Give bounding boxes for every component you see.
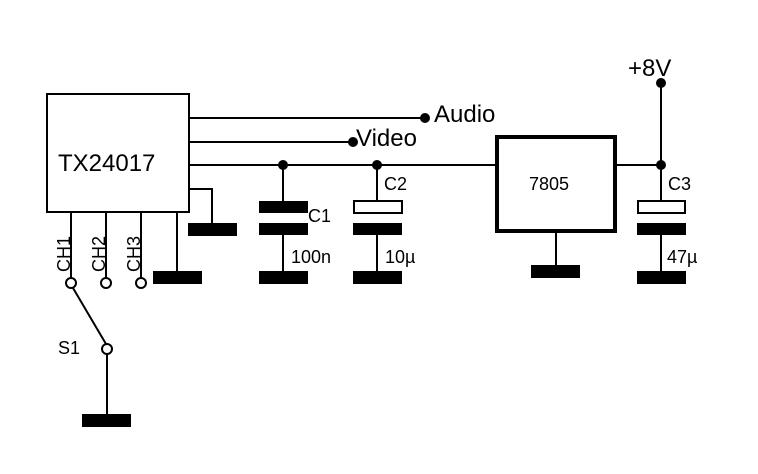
- ground-symbol: [353, 271, 402, 284]
- switch-lever[interactable]: [72, 287, 107, 345]
- regulator-7805-label: 7805: [529, 174, 569, 194]
- video-label: Video: [356, 125, 417, 152]
- s1-label: S1: [58, 338, 80, 358]
- c2-ref: C2: [384, 174, 407, 194]
- ground-symbol: [82, 414, 131, 427]
- c2-value: 10µ: [385, 247, 415, 267]
- c2-plate-positive: [353, 200, 403, 214]
- c2-plate-negative: [353, 223, 402, 235]
- c1-ref: C1: [308, 206, 331, 226]
- audio-label: Audio: [434, 101, 495, 128]
- ch3-contact[interactable]: [135, 277, 147, 289]
- ch1-contact[interactable]: [65, 277, 77, 289]
- video-terminal[interactable]: [348, 137, 358, 147]
- ground-symbol: [153, 271, 202, 284]
- ch3-label: CH3: [124, 236, 144, 272]
- module-ground-wire: [189, 188, 213, 224]
- c3-value: 47µ: [667, 247, 697, 267]
- tx24017-label: TX24017: [58, 150, 155, 177]
- c3-plate-positive: [637, 200, 686, 214]
- ch1-label: CH1: [54, 236, 74, 272]
- ch2-contact[interactable]: [100, 277, 112, 289]
- ground-symbol: [259, 271, 308, 284]
- ch2-label: CH2: [89, 236, 109, 272]
- audio-terminal[interactable]: [420, 113, 430, 123]
- c1-value: 100n: [291, 247, 331, 267]
- ground-symbol: [531, 265, 580, 278]
- supply-8v-label: +8V: [628, 55, 671, 82]
- tx24017-body: [46, 93, 190, 213]
- switch-pivot: [101, 343, 113, 355]
- ground-symbol: [188, 223, 237, 236]
- c1-plate-top: [259, 201, 308, 213]
- c1-plate-bottom: [259, 223, 308, 235]
- c3-ref: C3: [668, 174, 691, 194]
- supply-8v-terminal[interactable]: [656, 78, 666, 88]
- ground-symbol: [637, 271, 686, 284]
- regulator-7805-body: [495, 135, 617, 233]
- c3-plate-negative: [637, 223, 686, 235]
